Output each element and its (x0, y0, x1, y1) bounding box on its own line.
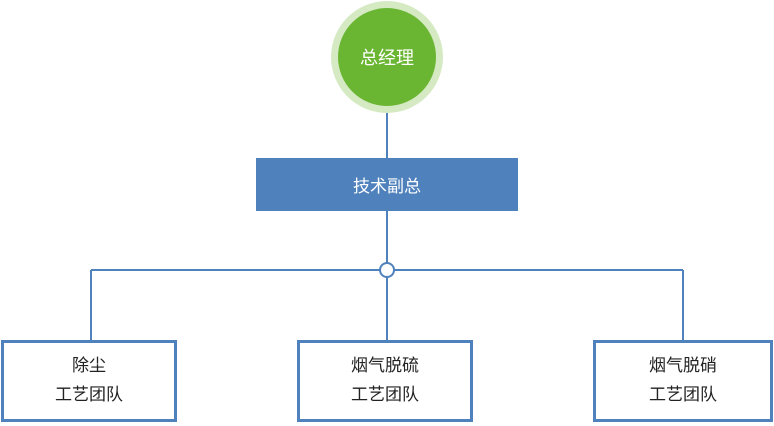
vp-node: 技术副总 (256, 158, 518, 211)
team-label-line1: 除尘 (72, 356, 106, 376)
team-label-line1: 烟气脱硫 (351, 356, 419, 376)
team-node-dust-removal: 除尘 工艺团队 (1, 340, 177, 422)
team-label-line2: 工艺团队 (649, 385, 717, 405)
team-node-denitrification: 烟气脱硝 工艺团队 (593, 340, 773, 422)
team-node-desulfurization: 烟气脱硫 工艺团队 (297, 340, 473, 422)
team-label-line1: 烟气脱硝 (649, 356, 717, 376)
vp-label: 技术副总 (353, 177, 421, 197)
team-label-line2: 工艺团队 (55, 385, 123, 405)
ceo-node: 总经理 (338, 8, 436, 106)
junction-node (379, 262, 395, 278)
team-label-line2: 工艺团队 (351, 385, 419, 405)
ceo-label: 总经理 (360, 48, 414, 69)
